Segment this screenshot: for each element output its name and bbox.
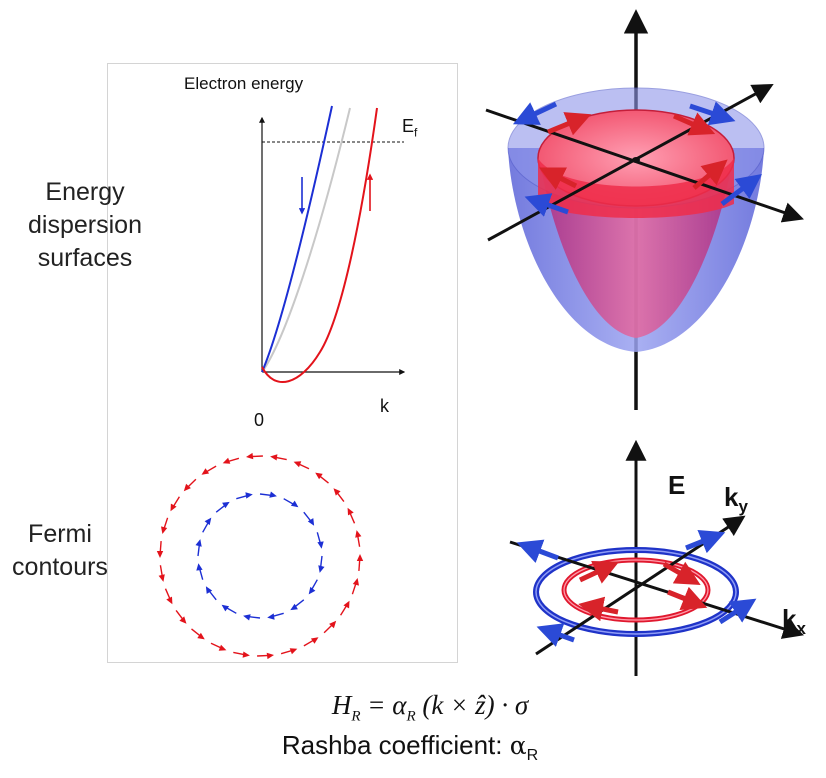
ring-spin-arrow	[578, 596, 619, 622]
outer-fermi-contour-arrowhead	[356, 554, 364, 561]
inner-fermi-contour-arrowhead	[222, 501, 230, 509]
fermi-label-line1: Fermi	[28, 520, 92, 548]
cone-axis-center	[632, 157, 640, 163]
k-axis-label: k	[380, 396, 389, 416]
cone-spin-arrow	[720, 174, 762, 206]
fermi-level-label: Ef	[402, 116, 418, 140]
spin-up-band	[261, 107, 378, 384]
inner-fermi-contour-arrowhead	[290, 500, 299, 508]
ring-spin-arrow	[516, 539, 559, 563]
cone-diagonal-axis-1	[485, 108, 804, 223]
rashba-hamiltonian: HR = αR (k × ẑ) · σ	[331, 690, 529, 725]
outer-fermi-contour-arrowhead	[266, 652, 274, 660]
fermi-rings-3d	[509, 439, 805, 676]
outer-fermi-contour-arrowhead	[222, 457, 231, 464]
cone-spin-arrow	[689, 101, 736, 126]
e-axis-label: E	[668, 470, 686, 500]
outer-fermi-contour-arrowhead	[156, 551, 164, 558]
ky-axis-label: ky	[724, 482, 748, 517]
outer-fermi-contour-arrowhead	[158, 574, 165, 582]
cone-spin-arrow	[547, 112, 592, 136]
rashba-coefficient: Rashba coefficient: αR	[281, 730, 539, 765]
cone-spin-arrow	[524, 193, 569, 217]
red-rim-band	[538, 158, 734, 218]
inner-fermi-contour-arrowhead	[267, 613, 275, 620]
outer-fermi-contour-arrowhead	[197, 632, 205, 640]
outer-fermi-contour-arrowhead	[315, 472, 323, 480]
inner-fermi-contour-arrowhead	[204, 517, 212, 526]
outer-fermi-contour-arrowhead	[183, 483, 191, 492]
inner-fermi-contour-arrowhead	[269, 491, 277, 498]
outer-fermi-contour-arrowhead	[166, 596, 173, 605]
cone-spin-arrow	[692, 159, 728, 190]
energy-label-line2: dispersion	[28, 211, 142, 239]
inner-fermi-contour-arrowhead	[307, 518, 315, 526]
inner-fermi-contour-arrowhead	[243, 614, 251, 621]
outer-fermi-contour-arrowhead	[329, 620, 337, 629]
inner-fermi-contour-arrowhead	[290, 603, 298, 611]
inner-fermi-contour-arrowhead	[221, 604, 230, 612]
cone-spin-arrow	[672, 112, 716, 136]
ring-spin-arrow	[685, 529, 726, 554]
outer-fermi-contour-arrowhead	[343, 600, 350, 609]
origin-label: 0	[254, 410, 265, 430]
outer-fermi-contour-arrowhead	[333, 488, 341, 496]
ring-spin-arrow	[578, 561, 620, 584]
energy-dispersion-label: Energy dispersion surfaces	[0, 176, 170, 275]
inner-fermi-contour-arrowhead	[245, 492, 253, 499]
kx-axis-label: kx	[782, 604, 806, 639]
ring-spin-arrow	[667, 586, 708, 611]
outer-fermi-contour-arrowhead	[170, 503, 177, 512]
degenerate-band	[261, 107, 351, 373]
inner-fermi-contour-arrowhead	[195, 539, 202, 547]
outer-fermi-contour-arrowhead	[355, 530, 362, 538]
outer-fermi-contour-arrowhead	[270, 454, 278, 461]
inner-fermi-contour-arrowhead	[318, 565, 325, 573]
outer-ring-3d-highlight	[535, 549, 737, 635]
energy-label-line3: surfaces	[37, 244, 133, 272]
outer-fermi-contour-arrowhead	[347, 507, 354, 516]
inner-fermi-contour-arrowhead	[317, 541, 324, 549]
outer-fermi-contour-arrowhead	[242, 651, 250, 658]
outer-fermi-contour-arrowhead	[293, 461, 302, 468]
inner-fermi-contour-arrowhead	[196, 563, 203, 571]
outer-fermi-contour-arrowhead	[310, 637, 319, 644]
ring-spin-arrow	[718, 598, 757, 625]
energy-label-line1: Energy	[45, 178, 125, 206]
plot-title: Electron energy	[184, 74, 304, 93]
cone-spin-arrow	[512, 101, 558, 125]
inner-fermi-contour-arrowhead	[308, 586, 316, 595]
outer-fermi-contour-arrowhead	[246, 452, 254, 460]
outer-fermi-contour-arrowhead	[179, 616, 187, 624]
fermi-contours	[156, 452, 364, 660]
spin-down-band	[261, 105, 333, 373]
inner-ring-3d-highlight	[563, 559, 709, 621]
inner-fermi-contour-arrowhead	[205, 586, 213, 594]
dispersion-panel	[107, 63, 458, 663]
dispersion-plot	[259, 105, 406, 384]
fermi-contours-label: Fermi contours	[0, 518, 120, 584]
cone-spin-arrow	[539, 167, 578, 190]
ring-spin-arrow	[536, 623, 575, 647]
outer-fermi-contour-arrowhead	[289, 648, 298, 655]
dispersion-cone	[485, 9, 804, 410]
outer-fermi-contour-arrowhead	[161, 526, 168, 534]
ring-spin-arrow	[662, 561, 701, 585]
fermi-label-line2: contours	[12, 553, 108, 581]
outer-fermi-contour-arrowhead	[201, 468, 210, 475]
outer-fermi-contour-arrowhead	[218, 644, 227, 651]
outer-fermi-contour-arrowhead	[352, 578, 359, 586]
